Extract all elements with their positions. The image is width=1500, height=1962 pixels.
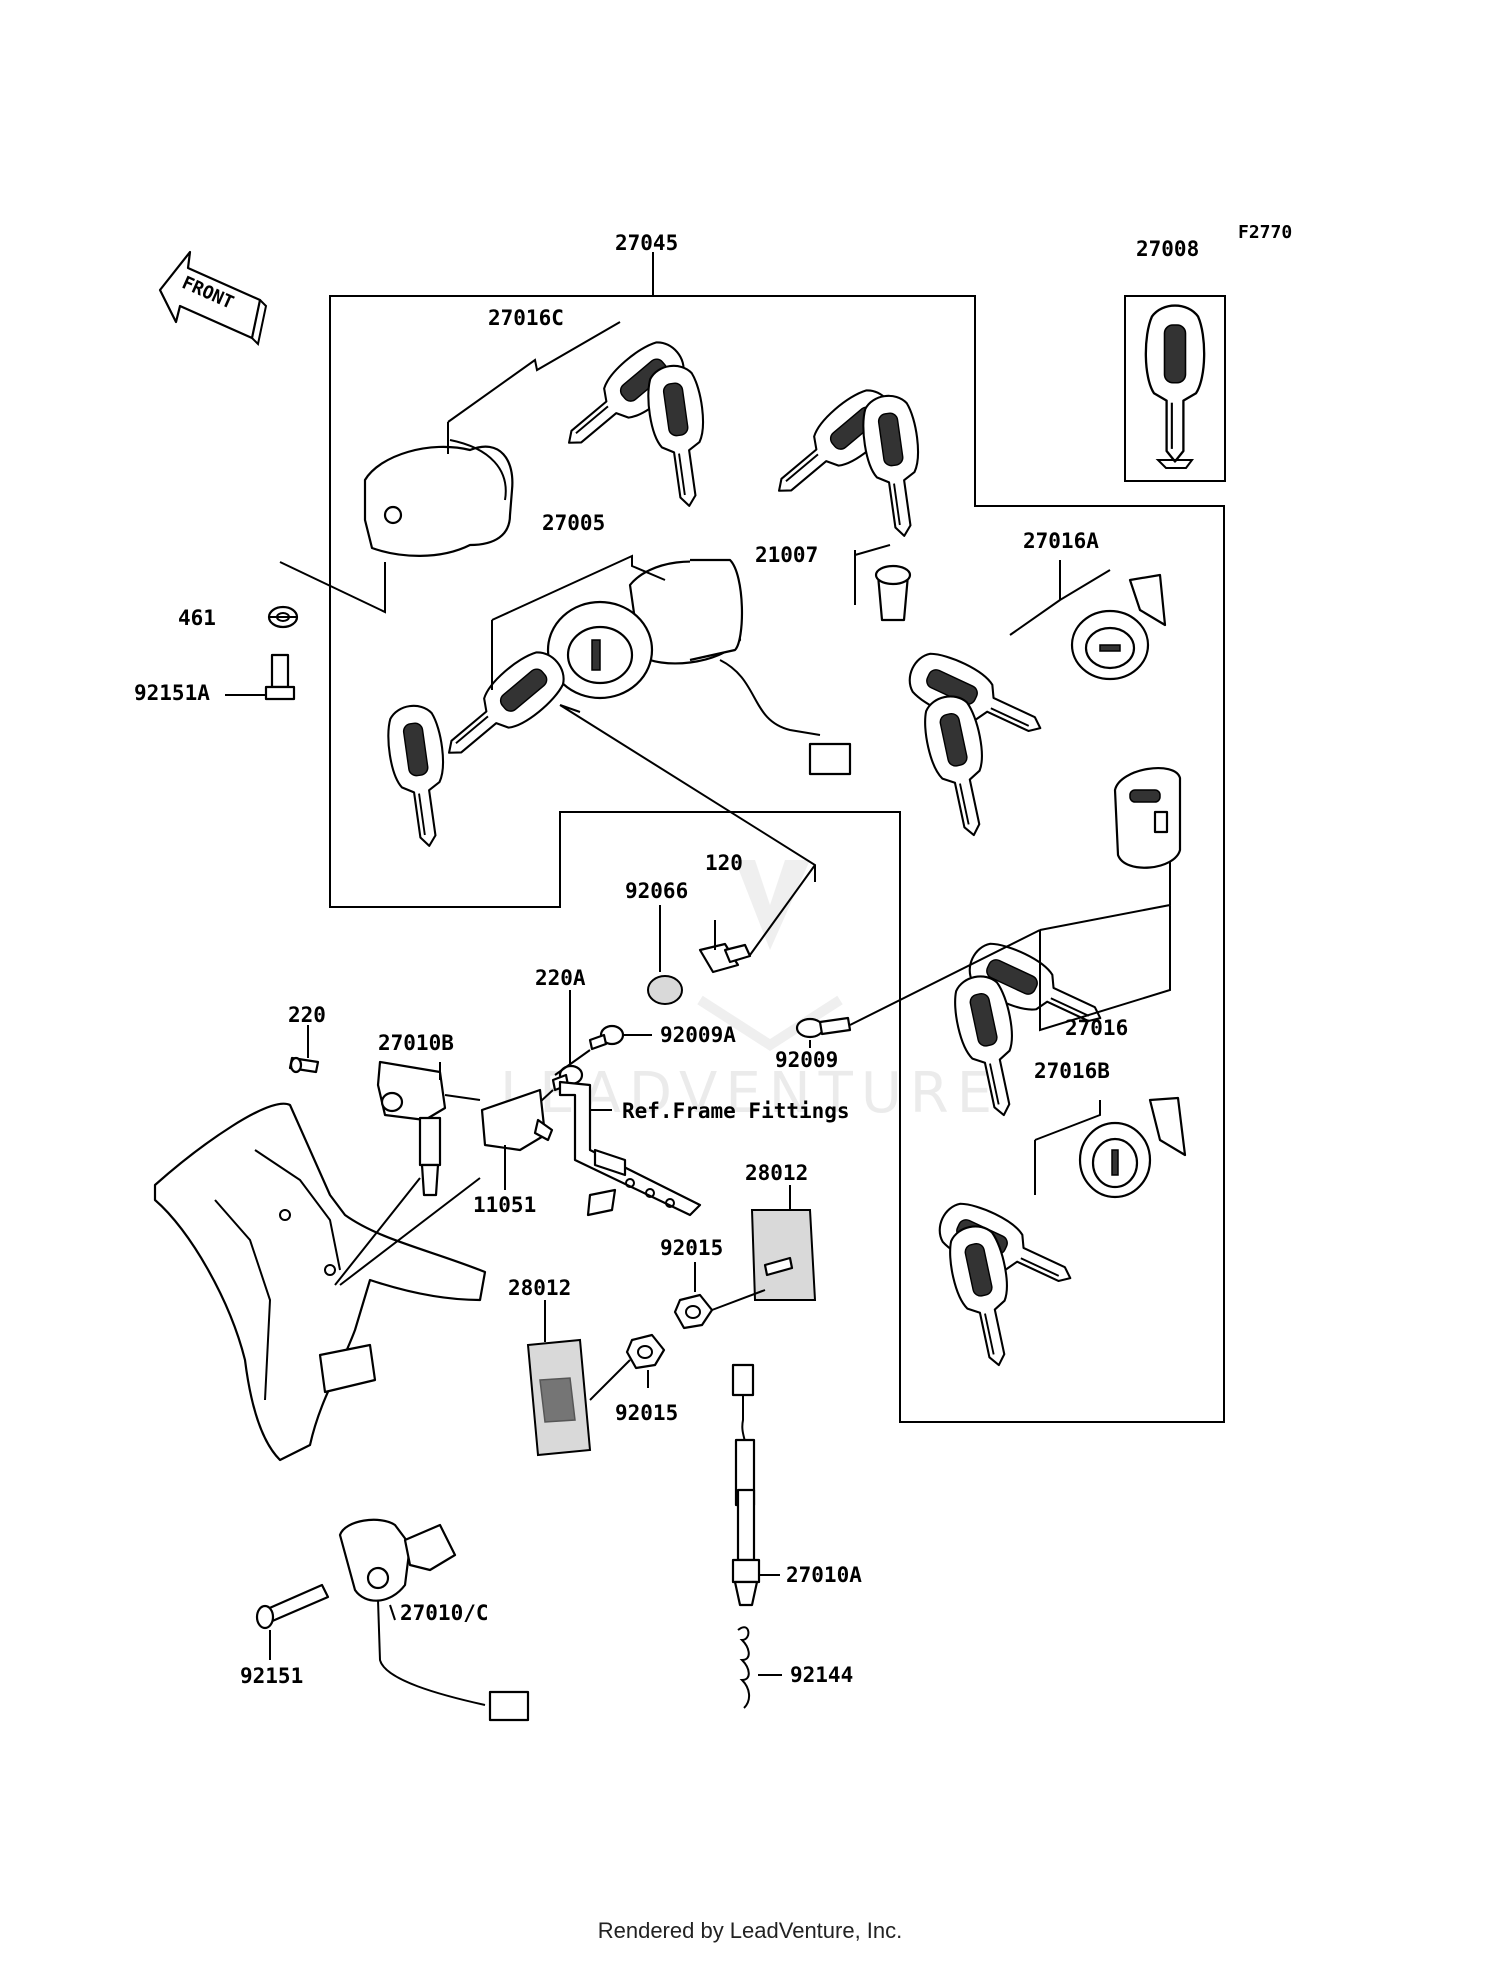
part-92015-nut-lower [625,1333,666,1370]
label-92015-lower: 92015 [615,1401,678,1425]
label-27010C: 27010/C [400,1601,489,1625]
label-27010A: 27010A [786,1563,862,1587]
part-27008-key [1124,295,1226,482]
part-28012-pad-lower [526,1338,592,1457]
frame-bracket [558,1080,702,1217]
part-28012-pad-upper [750,1209,817,1301]
label-11051: 11051 [473,1193,536,1217]
footer-credit: Rendered by LeadVenture, Inc. [597,1918,903,1943]
label-27016: 27016 [1065,1016,1128,1040]
label-27005: 27005 [542,511,605,535]
label-27016A: 27016A [1023,529,1099,553]
vehicle-frame [153,1102,487,1462]
label-92009: 92009 [775,1048,838,1072]
label-120: 120 [705,851,743,875]
part-21007-keys [761,378,932,622]
part-27010A-switch [731,1363,761,1607]
label-28012-lower: 28012 [508,1276,571,1300]
part-11051-bracket [480,1088,554,1152]
label-220: 220 [288,1003,326,1027]
label-27045: 27045 [615,231,678,255]
label-27016C: 27016C [488,306,564,330]
part-27016A-lock [900,573,1167,842]
label-220A: 220A [535,966,586,990]
part-92009-screw [795,1016,852,1039]
part-92151-bolt [255,1583,330,1630]
part-27016-helmet-lock [947,767,1182,1122]
part-27016B-lock [930,1096,1187,1372]
part-27016C-lock-assembly [363,330,717,557]
label-27010B: 27010B [378,1031,454,1055]
label-92009A: 92009A [660,1023,736,1047]
figure-code: F2770 [1238,222,1292,243]
label-92066: 92066 [625,879,688,903]
label-21007: 21007 [755,543,818,567]
part-92066-cap [647,975,683,1005]
part-27005-keys [382,640,576,851]
label-27008: 27008 [1136,237,1199,261]
label-28012-upper: 28012 [745,1161,808,1185]
label-92015-upper: 92015 [660,1236,723,1260]
part-92151A-bolt [264,653,296,701]
part-92144-spring [737,1626,750,1709]
kit-27045-outline [329,252,1225,1423]
part-92015-nut-upper [673,1293,714,1330]
front-direction-arrow: FRONT [158,250,268,347]
ref-frame-note: Ref.Frame Fittings [622,1099,850,1123]
part-27010C-switch [338,1518,530,1722]
part-120-screw [698,942,752,974]
part-220-bolt [288,1056,320,1074]
part-92009A-screw [588,1024,625,1051]
label-27016B: 27016B [1034,1059,1110,1083]
label-461: 461 [178,606,216,630]
label-92151: 92151 [240,1664,303,1688]
part-27010B-switch [376,1060,447,1197]
part-27005-ignition-switch [546,558,852,776]
label-92151A: 92151A [134,681,210,705]
label-92144: 92144 [790,1663,853,1687]
